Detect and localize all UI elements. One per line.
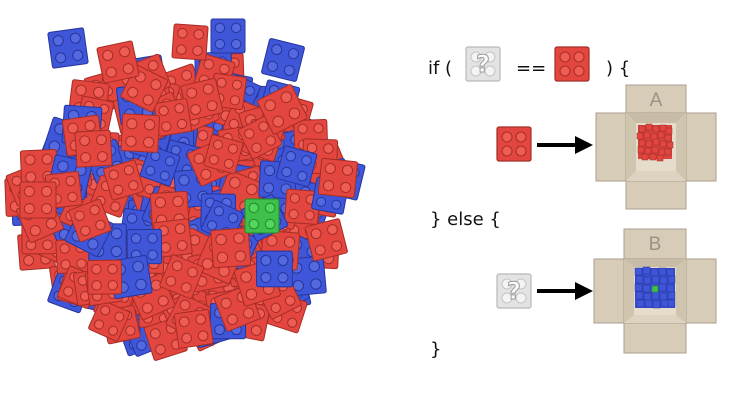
- red-brick: [88, 299, 131, 342]
- blue-brick: [275, 145, 318, 187]
- closing-brace: }: [430, 339, 442, 360]
- red-brick: [304, 218, 348, 262]
- question-mark-brick-icon: ?: [465, 46, 501, 82]
- else-keyword: } else {: [430, 209, 501, 230]
- green-brick: [651, 285, 659, 293]
- red-brick: [153, 98, 193, 137]
- red-brick: [74, 129, 113, 168]
- red-brick: [19, 181, 57, 219]
- if-close-brace: ) {: [606, 58, 631, 79]
- blue-brick: [256, 250, 293, 288]
- red-brick: [210, 227, 252, 269]
- red-brick: [103, 159, 145, 201]
- equals-operator: ==: [516, 58, 547, 79]
- box-b-contents: [634, 266, 676, 309]
- red-brick: [120, 113, 161, 153]
- box-b: B: [593, 228, 717, 354]
- red-brick: [87, 259, 123, 295]
- if-keyword: if (: [428, 58, 453, 79]
- box-a: A: [595, 84, 717, 210]
- red-brick: [203, 134, 244, 175]
- arrow-right-icon: [537, 282, 593, 300]
- red-brick-icon: [496, 126, 532, 162]
- green-brick: [244, 198, 280, 234]
- brick-pile: [4, 18, 366, 361]
- svg-text:?: ?: [476, 50, 490, 78]
- red-brick: [257, 84, 308, 135]
- svg-text:?: ?: [507, 277, 521, 305]
- red-brick: [159, 254, 205, 300]
- box-a-label: A: [650, 90, 663, 111]
- red-brick: [68, 198, 112, 243]
- blue-brick: [139, 145, 181, 187]
- arrow-right-icon: [537, 136, 593, 154]
- red-brick: [173, 308, 214, 349]
- red-brick: [284, 188, 321, 225]
- blue-brick: [210, 18, 246, 54]
- box-b-label: B: [649, 234, 662, 255]
- box-a-contents: [636, 123, 674, 162]
- question-mark-brick-icon: ?: [496, 273, 532, 309]
- red-brick: [317, 157, 359, 199]
- blue-brick: [47, 27, 89, 69]
- blue-brick: [261, 38, 305, 82]
- red-brick: [171, 23, 209, 61]
- red-brick: [96, 40, 140, 84]
- red-brick-icon: [554, 46, 590, 82]
